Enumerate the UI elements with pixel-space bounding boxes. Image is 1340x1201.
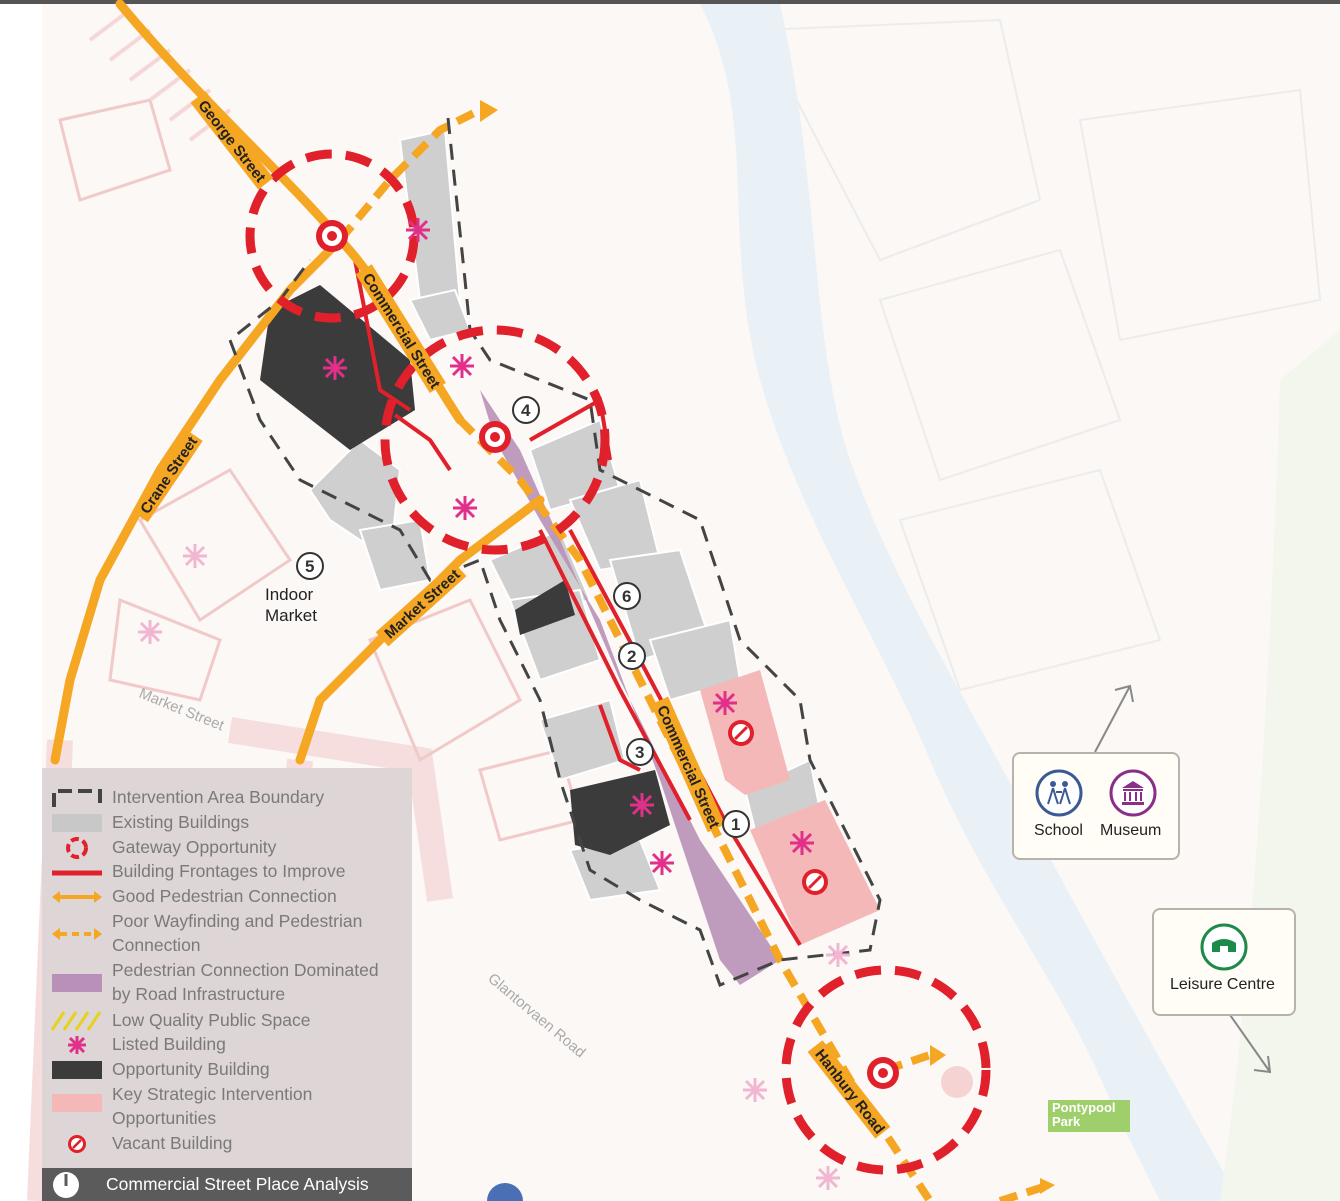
legend-item-low-quality: Low Quality Public Space (42, 1008, 412, 1032)
north-arrow-icon (53, 1172, 79, 1198)
label-indoor-market-2: Market (265, 606, 317, 625)
arrowheads (480, 100, 1055, 1194)
legend-label: Pedestrian Connection Dominated (112, 960, 379, 980)
legend-item-gateway: Gateway Opportunity (42, 835, 412, 859)
existing-buildings (308, 128, 822, 902)
legend-label: Listed Building (112, 1034, 226, 1054)
site-badge-5[interactable]: 5 (296, 552, 324, 580)
dashed-double-arrow-icon (52, 928, 102, 940)
leisure-centre-label: Leisure Centre (1170, 976, 1275, 993)
background-buildings (758, 18, 1322, 692)
school-icon (1035, 769, 1083, 817)
hatch-swatch-icon (50, 1011, 102, 1031)
pontypool-park-label-1: Pontypool (1052, 1100, 1116, 1115)
vacant-no-entry-icon (68, 1135, 86, 1153)
boundary-symbol-icon (52, 789, 102, 807)
site-badge-6[interactable]: 6 (613, 582, 641, 610)
svg-text:5: 5 (305, 557, 314, 576)
legend-item-listed-building: Listed Building (42, 1032, 412, 1056)
faint-listed-markers (138, 544, 850, 1190)
site-badge-3[interactable]: 3 (626, 738, 654, 766)
faint-buildings-left (58, 98, 582, 842)
legend-label: by Road Infrastructure (112, 984, 286, 1004)
svg-text:2: 2 (627, 647, 636, 666)
figure-caption-bar: Commercial Street Place Analysis (42, 1168, 412, 1201)
existing-building-swatch-icon (52, 814, 102, 832)
svg-text:1: 1 (731, 815, 740, 834)
museum-label: Museum (1100, 822, 1162, 839)
site-badge-1[interactable]: 1 (722, 810, 750, 838)
intervention-area-boundary (228, 117, 882, 987)
school-label: School (1034, 822, 1083, 839)
site-badge-4[interactable]: 4 (512, 396, 540, 424)
legend-item-vacant-building: Vacant Building (42, 1131, 412, 1155)
legend-label: Connection (112, 935, 201, 955)
legend-item-key-strategic: Key Strategic Intervention Opportunities (42, 1082, 412, 1130)
numbered-sites[interactable]: 1 2 3 4 5 6 (296, 396, 750, 838)
pontypool-park-label-2: Park (1052, 1114, 1081, 1129)
legend-label: Existing Buildings (112, 812, 250, 832)
legend-item-frontages: Building Frontages to Improve (42, 859, 412, 883)
legend-item-pedestrian-road: Pedestrian Connection Dominated by Road … (42, 958, 412, 1006)
museum-icon (1109, 769, 1157, 817)
pontypool-park-label-box: Pontypool Park (1048, 1100, 1130, 1132)
listed-building-markers (323, 218, 814, 875)
frontage-line-icon (52, 870, 102, 876)
legend-item-existing-buildings: Existing Buildings (42, 810, 412, 834)
legend-item-good-pedestrian: Good Pedestrian Connection (42, 884, 412, 908)
top-border (0, 0, 1340, 4)
map-legend: Intervention Area Boundary Existing Buil… (42, 768, 412, 1168)
opportunity-swatch-icon (52, 1061, 102, 1079)
amenities-callout-leisure: Leisure Centre (1152, 908, 1296, 1016)
strategic-swatch-icon (52, 1094, 102, 1112)
site-badge-2[interactable]: 2 (618, 642, 646, 670)
gateway-circle-commercial-street[interactable] (380, 325, 610, 555)
legend-item-poor-wayfinding: Poor Wayfinding and Pedestrian Connectio… (42, 909, 412, 957)
legend-label: Poor Wayfinding and Pedestrian (112, 911, 363, 931)
legend-item-intervention-boundary: Intervention Area Boundary (42, 785, 412, 809)
legend-label: Key Strategic Intervention (112, 1084, 313, 1104)
svg-text:3: 3 (635, 743, 644, 762)
pedestrian-road-corridor (480, 390, 780, 985)
callout-arrows (1094, 684, 1272, 1074)
legend-label: Vacant Building (112, 1133, 233, 1153)
svg-text:6: 6 (622, 587, 631, 606)
label-indoor-market-1: Indoor (265, 585, 314, 604)
amenities-callout-school-museum: School Museum (1012, 752, 1180, 860)
legend-label: Opportunity Building (112, 1059, 270, 1079)
legend-item-opportunity-building: Opportunity Building (42, 1057, 412, 1081)
caption-title: Commercial Street Place Analysis (106, 1174, 369, 1194)
vacant-building-markers (728, 720, 828, 895)
parking-icon (487, 1183, 523, 1201)
river (700, 4, 1240, 1201)
asterisk-star-icon (68, 1036, 86, 1054)
leisure-centre-icon (1200, 923, 1248, 971)
legend-label: Good Pedestrian Connection (112, 886, 337, 906)
gateway-targets (316, 220, 899, 1089)
legend-label: Gateway Opportunity (112, 837, 277, 857)
pedestrian-road-swatch-icon (52, 974, 102, 992)
gateway-circle-hanbury-road[interactable] (781, 965, 991, 1175)
gateway-symbol-icon (66, 837, 88, 859)
legend-label: Building Frontages to Improve (112, 861, 346, 881)
double-arrow-icon (52, 891, 102, 903)
svg-text:4: 4 (521, 401, 531, 420)
legend-label: Low Quality Public Space (112, 1010, 311, 1030)
legend-label: Opportunities (112, 1108, 217, 1128)
legend-label: Intervention Area Boundary (112, 787, 325, 807)
toilet-icon (941, 1066, 973, 1098)
